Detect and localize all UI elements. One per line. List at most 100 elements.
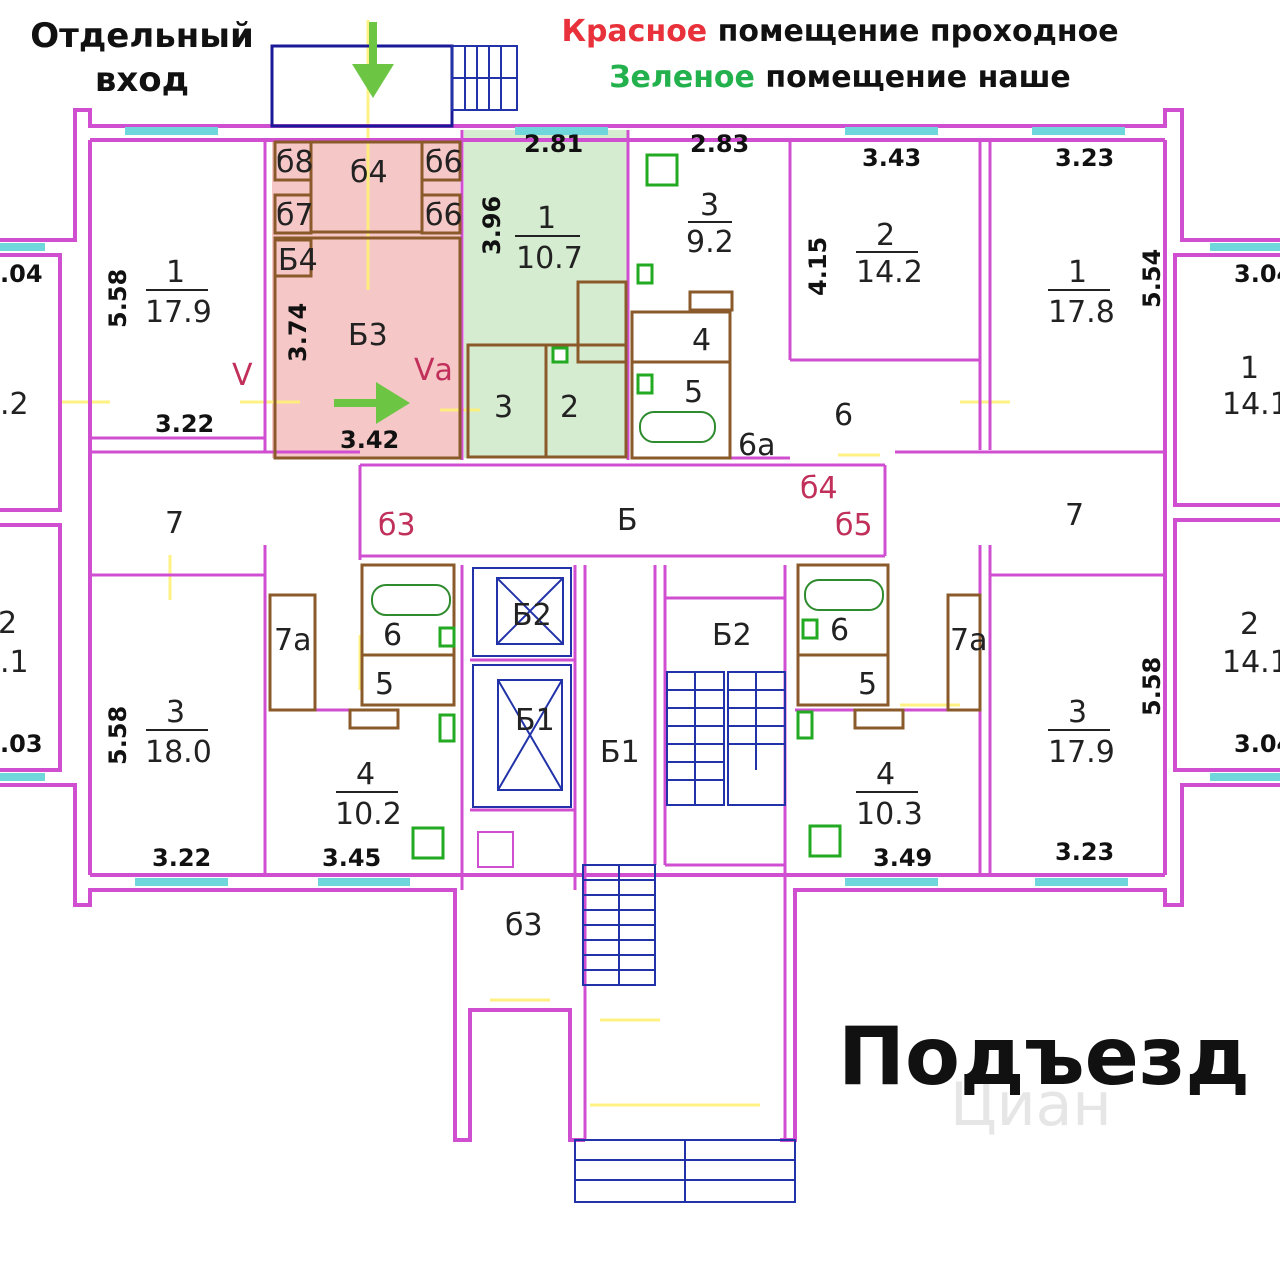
legend-green-word: Зеленое	[609, 60, 755, 95]
legend-red: Красное помещение проходное	[560, 14, 1120, 49]
room-label-r6: 6	[830, 613, 849, 648]
watermark: Циан	[950, 1070, 1112, 1140]
dim-far-left-upper: .04	[0, 260, 43, 288]
green-room-number: 1	[537, 201, 556, 236]
room-label-r7a: 7а	[950, 623, 987, 658]
room-label-b3: Б3	[348, 318, 388, 353]
dim-far-right-upper: 3.04	[1234, 260, 1280, 288]
dim-396: 3.96	[478, 196, 506, 255]
room-label-b4: Б4	[278, 243, 318, 278]
dim-323: 3.23	[1055, 144, 1114, 172]
room-label-g2: 2	[560, 390, 579, 425]
room-label-l7: 7	[165, 506, 184, 541]
room-a3-number: 3	[700, 188, 719, 223]
room-label-l5: 5	[375, 667, 394, 702]
room-label-v: V	[232, 358, 253, 393]
dim-349: 3.49	[873, 844, 932, 872]
room-far-right-upper-area: 14.1	[1222, 387, 1280, 422]
dimension-labels: 2.81 2.83 3.43 3.23 3.22 3.42 3.22 3.45 …	[0, 130, 1280, 872]
room-label-b4-corridor: б4	[800, 471, 838, 506]
room-label-va: Vа	[414, 353, 453, 388]
room-label-a4: 4	[692, 323, 711, 358]
room-r3-number: 3	[1068, 695, 1087, 730]
room-far-right-lower-number: 2	[1240, 607, 1259, 642]
legend-green: Зеленое помещение наше	[560, 60, 1120, 95]
room-label-a5: 5	[684, 375, 703, 410]
dim-343: 3.43	[862, 144, 921, 172]
legend-red-word: Красное	[561, 14, 708, 49]
dim-558b: 5.58	[104, 706, 132, 765]
entrance-caption-line2: вход	[94, 60, 190, 100]
room-labels: б8 б4 б6 б7 б6 Б4 Б3 Vа V 1 10.7 3 2 3 9…	[0, 145, 1280, 943]
room-label-b6-top: б6	[425, 145, 463, 180]
room-label-b8: б8	[276, 145, 314, 180]
legend-green-text: помещение наше	[754, 60, 1071, 95]
fixture-icons	[411, 153, 842, 860]
room-a3-area: 9.2	[686, 225, 734, 260]
dim-281: 2.81	[524, 130, 583, 158]
room-label-b3-corridor: б3	[378, 508, 416, 543]
entrance-caption-line1: Отдельный	[30, 16, 254, 56]
room-label-b7: б7	[276, 198, 314, 233]
room-c1-area: 17.8	[1048, 295, 1115, 330]
entrance-hall-caption: Подъезд	[838, 1010, 1250, 1103]
room-r4-area: 10.3	[856, 797, 923, 832]
room-label-b4-top: б4	[350, 155, 388, 190]
room-l1-number: 1	[166, 255, 185, 290]
room-label-b6: 6	[834, 398, 853, 433]
entrance-caption: Отдельный вход	[22, 14, 262, 102]
room-l3-area: 18.0	[145, 735, 212, 770]
room-b2-area: 14.2	[856, 255, 923, 290]
room-label-elevator-2: Б2	[512, 598, 552, 633]
room-label-l7a: 7а	[274, 623, 311, 658]
dim-554: 5.54	[1138, 249, 1166, 308]
room-label-g3: 3	[494, 390, 513, 425]
room-b2-number: 2	[876, 218, 895, 253]
dim-322b: 3.22	[152, 844, 211, 872]
dim-far-right-lower: 3.04	[1234, 730, 1280, 758]
room-l4-area: 10.2	[335, 797, 402, 832]
partitions	[268, 140, 982, 730]
room-l3-number: 3	[166, 695, 185, 730]
dim-322: 3.22	[155, 410, 214, 438]
dim-342: 3.42	[340, 426, 399, 454]
room-c1-number: 1	[1068, 255, 1087, 290]
entrance-arrows	[334, 22, 410, 424]
room-far-right-lower-area: 14.1	[1222, 645, 1280, 680]
room-far-left-lower-number: 2	[0, 606, 17, 641]
room-far-left-lower-area: .1	[0, 645, 29, 680]
dim-323b: 3.23	[1055, 838, 1114, 866]
dim-415: 4.15	[804, 237, 832, 296]
room-label-l6: 6	[383, 618, 402, 653]
dim-345: 3.45	[322, 844, 381, 872]
room-label-elevator-1: Б1	[515, 703, 555, 738]
dim-far-left-lower: .03	[0, 730, 43, 758]
windows	[0, 127, 1280, 886]
room-far-left-upper: .2	[0, 387, 29, 422]
elevator-shafts	[472, 567, 572, 868]
legend-red-text: помещение проходное	[707, 14, 1119, 49]
stairwell	[574, 671, 796, 1203]
room-l4-number: 4	[356, 757, 375, 792]
room-label-b6-mid: б6	[425, 198, 463, 233]
entrance-stairs	[270, 44, 518, 128]
room-label-b1: Б1	[600, 735, 640, 770]
room-label-corridor-b: Б	[617, 503, 638, 538]
room-label-r7: 7	[1065, 498, 1084, 533]
green-room-area: 10.7	[516, 241, 583, 276]
room-label-a6a: 6а	[738, 428, 775, 463]
room-l1-area: 17.9	[145, 295, 212, 330]
room-label-r5: 5	[858, 667, 877, 702]
dim-558: 5.58	[104, 269, 132, 328]
room-label-b5-corridor: б5	[835, 508, 873, 543]
bathtub-icons	[371, 411, 884, 616]
dim-374: 3.74	[284, 303, 312, 362]
room-label-b2: Б2	[712, 618, 752, 653]
room-r4-number: 4	[876, 757, 895, 792]
dim-283: 2.83	[690, 130, 749, 158]
room-far-right-upper-number: 1	[1240, 351, 1259, 386]
dim-558r: 5.58	[1138, 657, 1166, 716]
room-label-b3-lower: б3	[505, 908, 543, 943]
room-r3-area: 17.9	[1048, 735, 1115, 770]
